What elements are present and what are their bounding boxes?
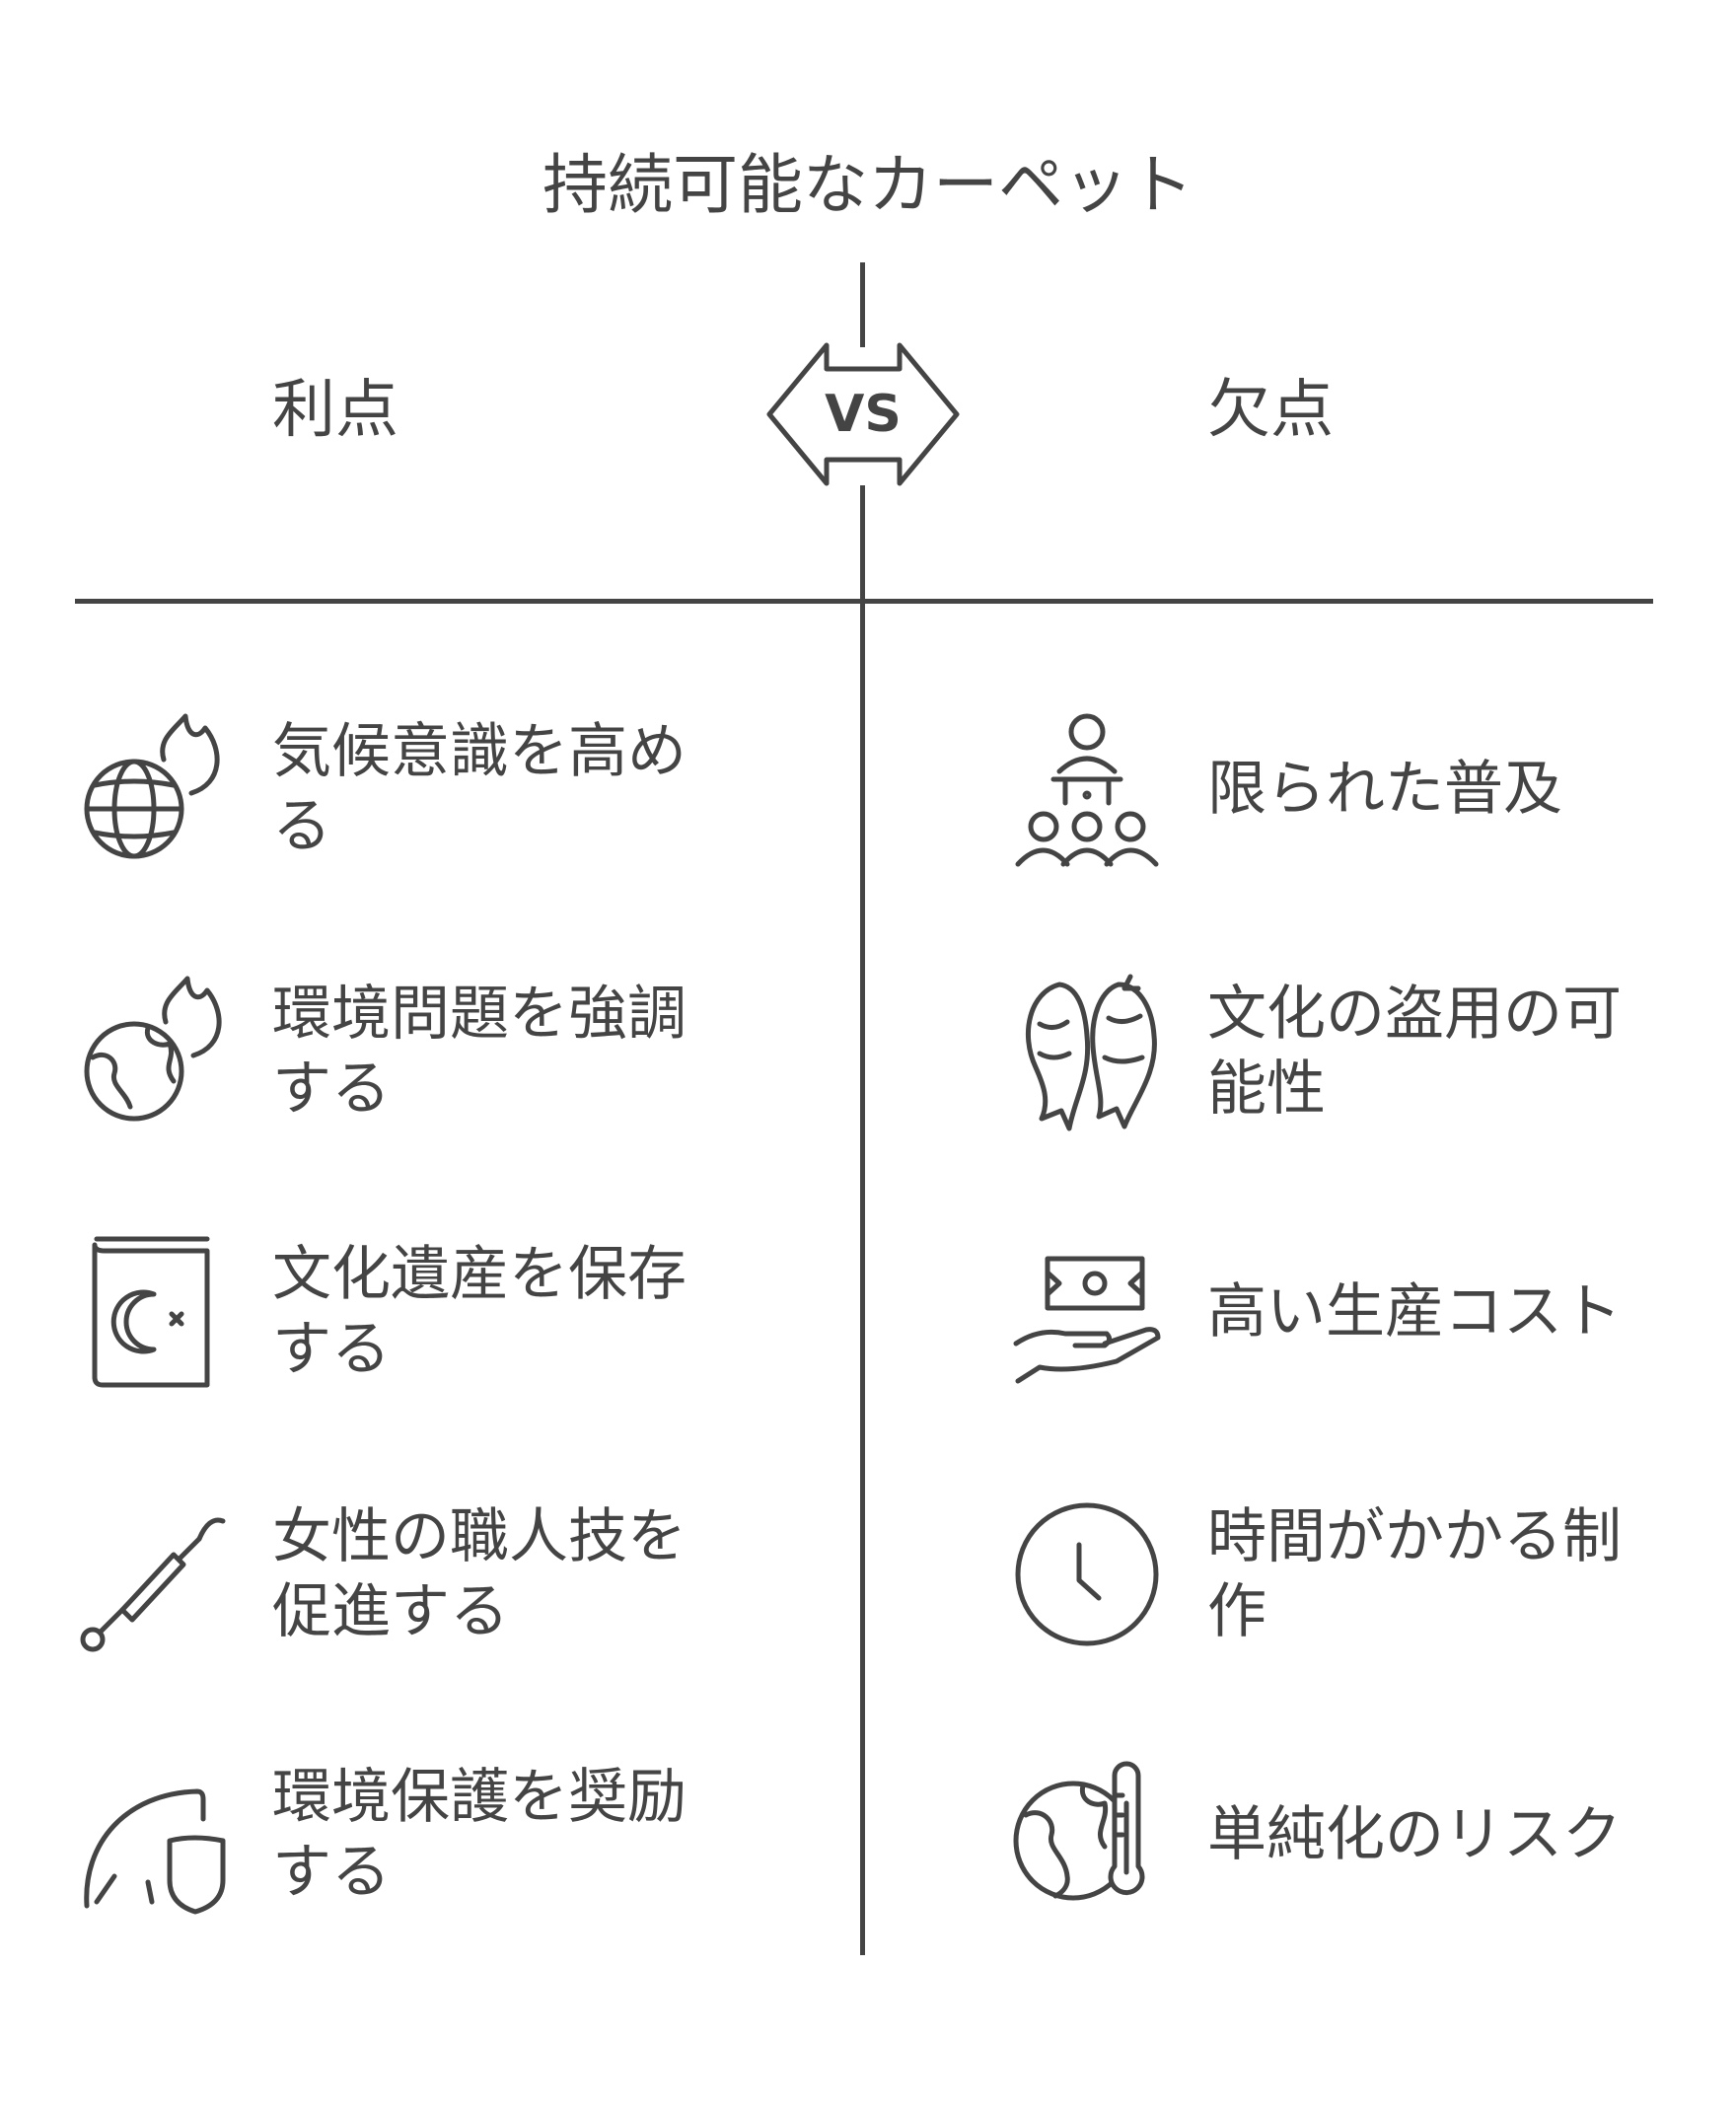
vs-label: VS xyxy=(825,385,902,444)
pro-label: 気候意識を高める xyxy=(272,717,687,861)
globe-fire-icon xyxy=(75,700,233,878)
pro-label: 環境問題を強調する xyxy=(272,980,687,1124)
cons-heading: 欠点 xyxy=(1207,374,1334,447)
con-label: 文化の盗用の可能性 xyxy=(1207,980,1622,1124)
pro-label: 女性の職人技を促進する xyxy=(272,1502,687,1646)
diagram-title: 持続可能なカーペット xyxy=(542,147,1194,223)
leaf-shield-icon xyxy=(75,1746,233,1924)
book-crescent-icon xyxy=(75,1223,233,1401)
con-label: 時間がかかる制作 xyxy=(1207,1502,1622,1646)
earth-fire-icon xyxy=(75,963,233,1140)
center-divider-top xyxy=(860,262,865,347)
pro-label: 文化遺産を保存する xyxy=(272,1240,687,1384)
koi-fish-icon xyxy=(1010,963,1168,1140)
center-divider xyxy=(860,485,865,1955)
money-hand-icon xyxy=(1010,1223,1168,1401)
needle-tool-icon xyxy=(75,1486,233,1663)
con-label: 高い生産コスト xyxy=(1207,1277,1622,1347)
vs-badge-shape xyxy=(766,342,960,486)
audience-speaker-icon xyxy=(1010,700,1168,878)
con-label: 単純化のリスク xyxy=(1207,1800,1622,1869)
pro-label: 環境保護を奨励する xyxy=(272,1763,687,1907)
clock-icon xyxy=(1010,1486,1168,1663)
pros-heading: 利点 xyxy=(272,374,398,447)
header-divider xyxy=(75,599,1653,604)
vs-badge: VS xyxy=(765,335,961,493)
con-label: 限られた普及 xyxy=(1207,755,1562,824)
earth-thermometer-icon xyxy=(1010,1746,1168,1924)
